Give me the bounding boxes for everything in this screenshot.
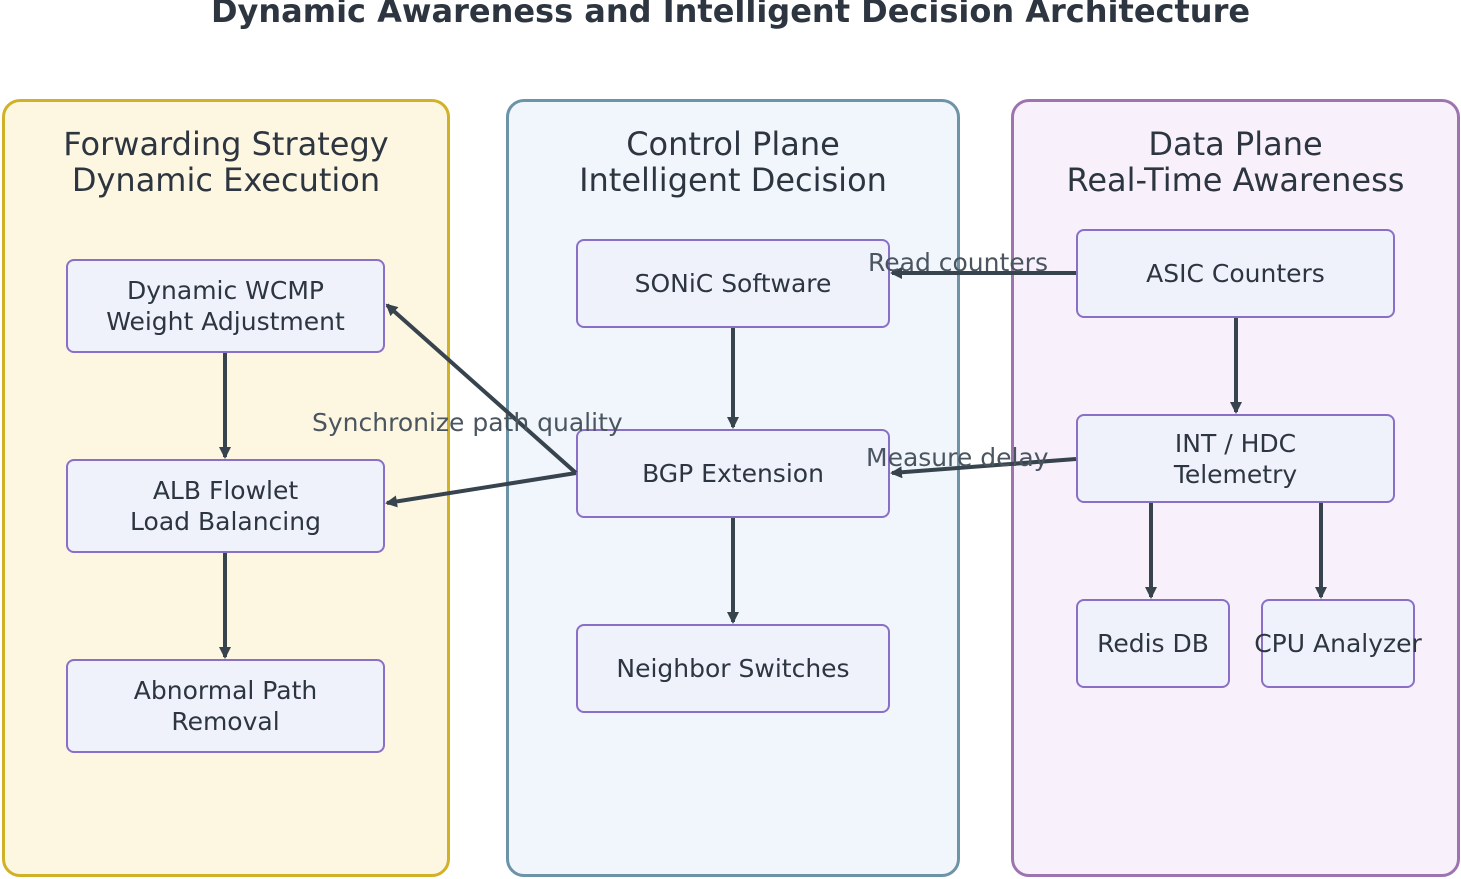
node-int-line1: INT / HDC — [1174, 428, 1297, 458]
node-int-hdc-telemetry: INT / HDC Telemetry — [1076, 414, 1395, 503]
panel-control-title-line2: Intelligent Decision — [579, 161, 887, 199]
node-alb-line2: Load Balancing — [130, 507, 321, 536]
node-abnormal-line1: Abnormal Path — [133, 676, 318, 705]
edge-label-synchronize-path-quality: Synchronize path quality — [312, 408, 623, 437]
node-wcmp-line1: Dynamic WCMP — [126, 276, 325, 305]
node-dynamic-wcmp: Dynamic WCMP Weight Adjustment — [66, 259, 385, 353]
node-bgp-extension: BGP Extension — [576, 429, 890, 518]
panel-forwarding-title-line1: Forwarding Strategy — [63, 125, 389, 163]
node-wcmp-line2: Weight Adjustment — [106, 307, 345, 336]
panel-control-title: Control Plane Intelligent Decision — [509, 126, 957, 198]
node-alb-flowlet: ALB Flowlet Load Balancing — [66, 459, 385, 553]
node-sonic-software: SONiC Software — [576, 239, 890, 328]
node-alb-line1: ALB Flowlet — [152, 476, 299, 505]
node-abnormal-path-removal: Abnormal Path Removal — [66, 659, 385, 753]
panel-forwarding-title-line2: Dynamic Execution — [71, 161, 381, 199]
node-redis-db: Redis DB — [1076, 599, 1230, 688]
node-redis-line1: Redis DB — [1097, 629, 1209, 658]
node-cpu-analyzer: CPU Analyzer — [1254, 599, 1422, 688]
node-asic-line1: ASIC Counters — [1146, 259, 1325, 288]
diagram-title: Dynamic Awareness and Intelligent Decisi… — [210, 0, 1251, 30]
edge-label-measure-delay: Measure delay — [866, 443, 1049, 472]
node-asic-counters: ASIC Counters — [1076, 229, 1395, 318]
panel-data-title-line1: Data Plane — [1148, 125, 1323, 163]
node-sonic-line1: SONiC Software — [634, 269, 832, 298]
node-neighbor-line1: Neighbor Switches — [616, 654, 850, 683]
node-bgp-line1: BGP Extension — [642, 459, 824, 488]
panel-forwarding-title: Forwarding Strategy Dynamic Execution — [5, 126, 447, 198]
panel-data-title: Data Plane Real-Time Awareness — [1014, 126, 1457, 198]
panel-control-title-line1: Control Plane — [626, 125, 840, 163]
node-abnormal-line2: Removal — [171, 707, 280, 736]
panel-data-title-line2: Real-Time Awareness — [1066, 161, 1405, 199]
edge-label-read-counters: Read counters — [868, 248, 1048, 277]
node-neighbor-switches: Neighbor Switches — [576, 624, 890, 713]
node-cpu-line1: CPU Analyzer — [1254, 629, 1422, 658]
node-int-line2: Telemetry — [1173, 459, 1298, 489]
